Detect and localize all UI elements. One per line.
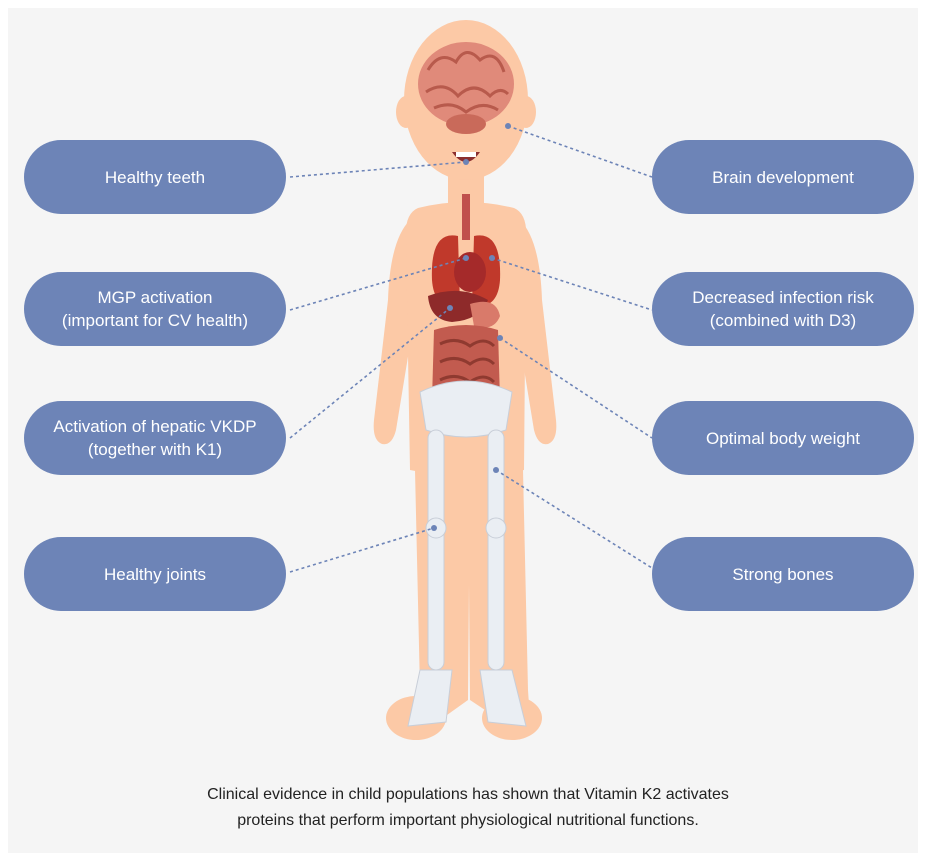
label-healthy-teeth: Healthy teeth [24, 140, 286, 214]
label-line: Strong bones [732, 563, 833, 586]
label-hepatic-vkdp: Activation of hepatic VKDP (together wit… [24, 401, 286, 475]
label-line: (together with K1) [88, 438, 222, 461]
label-mgp-activation: MGP activation (important for CV health) [24, 272, 286, 346]
label-line: Optimal body weight [706, 427, 860, 450]
label-line: MGP activation [98, 286, 213, 309]
label-line: Healthy teeth [105, 166, 205, 189]
label-brain-development: Brain development [652, 140, 914, 214]
caption-line-2: proteins that perform important physiolo… [130, 808, 806, 834]
caption-line-1: Clinical evidence in child populations h… [130, 782, 806, 808]
label-body-weight: Optimal body weight [652, 401, 914, 475]
label-strong-bones: Strong bones [652, 537, 914, 611]
label-line: Activation of hepatic VKDP [53, 415, 256, 438]
label-line: Decreased infection risk [692, 286, 873, 309]
label-line: (important for CV health) [62, 309, 248, 332]
label-healthy-joints: Healthy joints [24, 537, 286, 611]
label-line: (combined with D3) [710, 309, 856, 332]
caption: Clinical evidence in child populations h… [130, 782, 806, 834]
label-infection-risk: Decreased infection risk (combined with … [652, 272, 914, 346]
label-line: Healthy joints [104, 563, 206, 586]
label-line: Brain development [712, 166, 854, 189]
